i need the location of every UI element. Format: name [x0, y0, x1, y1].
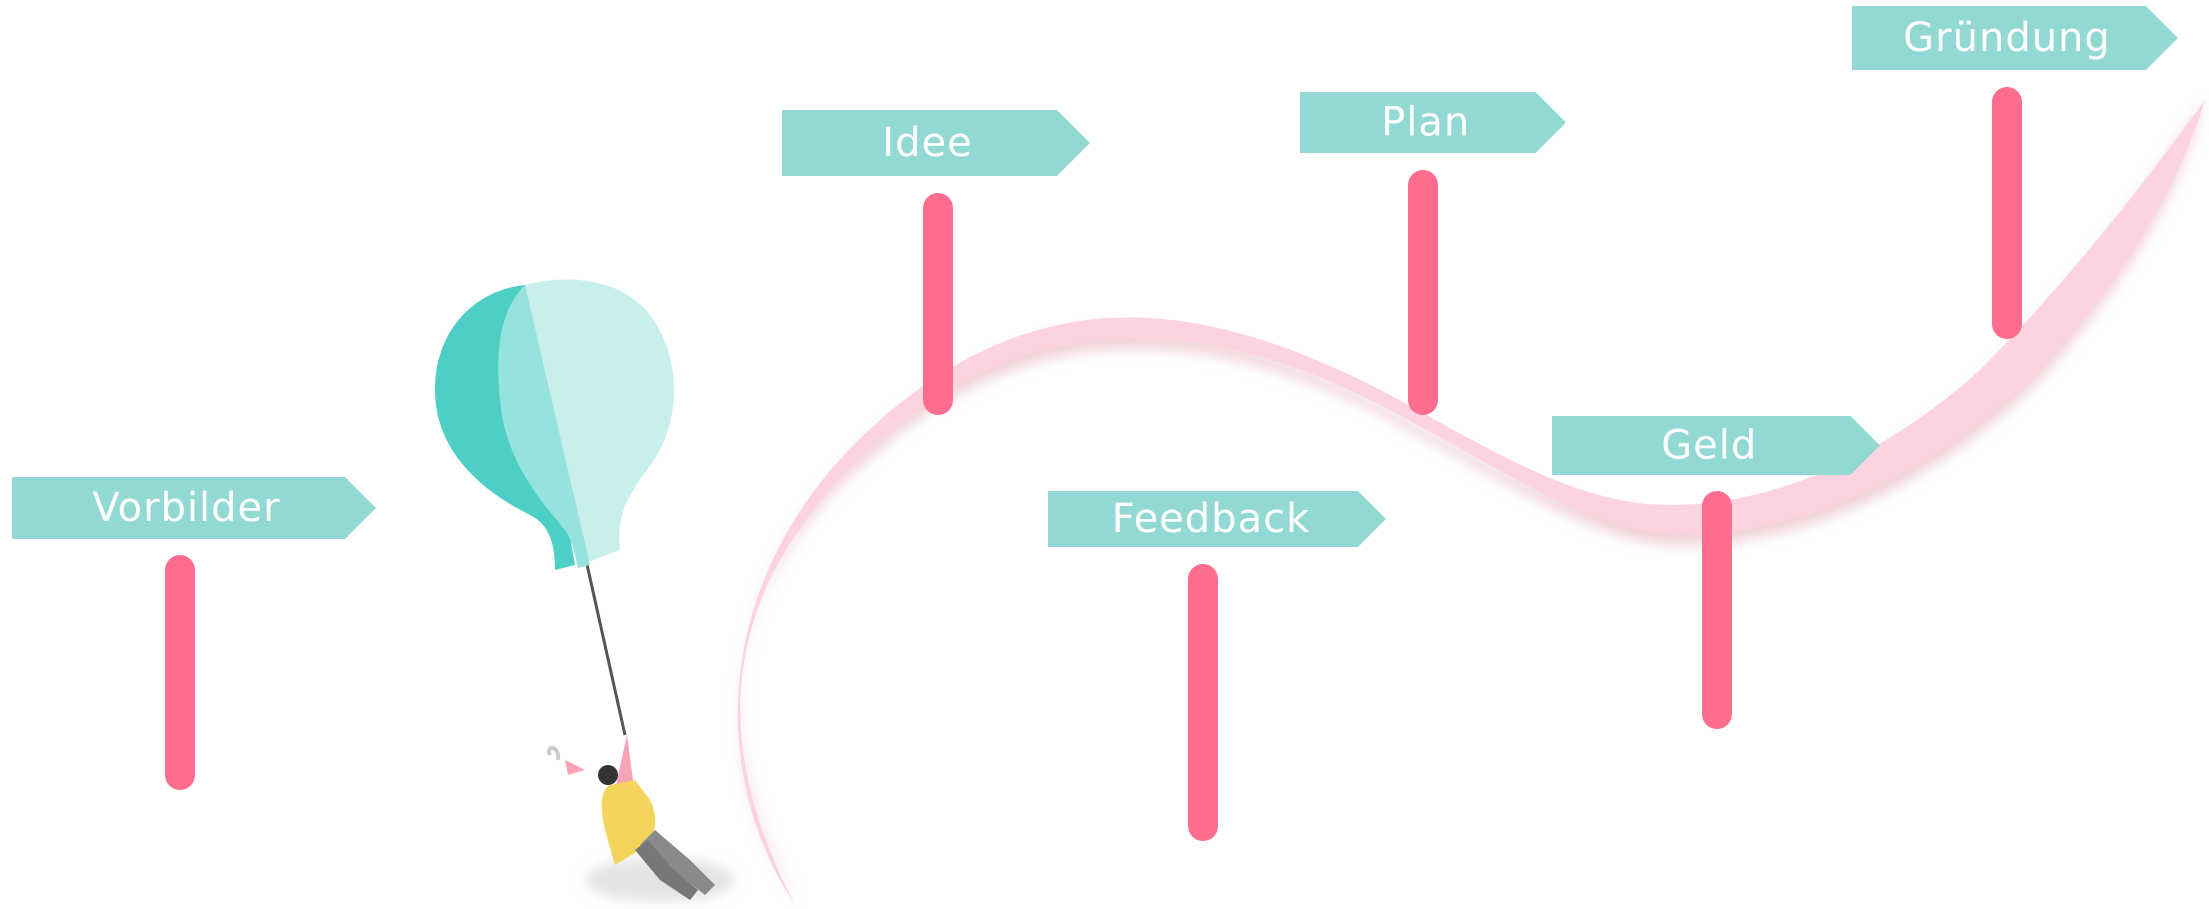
person-hanging-icon — [547, 735, 735, 902]
milestone-label: Geld — [1661, 423, 1757, 469]
milestone-label: Vorbilder — [92, 485, 280, 531]
balloon-mid-panel — [498, 285, 590, 568]
balloon-light-panel — [525, 279, 674, 565]
milestone-sign-idee: Idee — [782, 110, 1090, 415]
milestone-board — [12, 477, 376, 539]
milestone-label: Plan — [1381, 100, 1470, 146]
milestone-label: Idee — [882, 120, 972, 166]
milestone-post — [1188, 564, 1218, 841]
milestone-board — [1300, 92, 1566, 153]
milestone-post — [1992, 87, 2022, 339]
milestone-board — [1852, 6, 2178, 70]
milestone-sign-feedback: Feedback — [1048, 491, 1386, 841]
milestone-board — [782, 110, 1090, 176]
milestone-sign-vorbilder: Vorbilder — [12, 477, 376, 790]
milestone-post — [1702, 491, 1732, 729]
milestone-post — [923, 193, 953, 415]
milestone-label: Gründung — [1903, 15, 2111, 61]
milestone-label: Feedback — [1112, 496, 1311, 542]
milestone-post — [165, 555, 195, 790]
hot-air-balloon-icon — [435, 279, 674, 736]
milestone-sign-geld: Geld — [1552, 416, 1880, 729]
winding-path-icon — [737, 100, 2206, 905]
milestone-sign-plan: Plan — [1300, 92, 1566, 415]
milestone-sign-gruendung: Gründung — [1852, 6, 2178, 339]
milestone-board — [1552, 416, 1880, 475]
milestone-post — [1408, 170, 1438, 415]
milestone-board — [1048, 491, 1386, 547]
balloon-string — [584, 559, 627, 736]
